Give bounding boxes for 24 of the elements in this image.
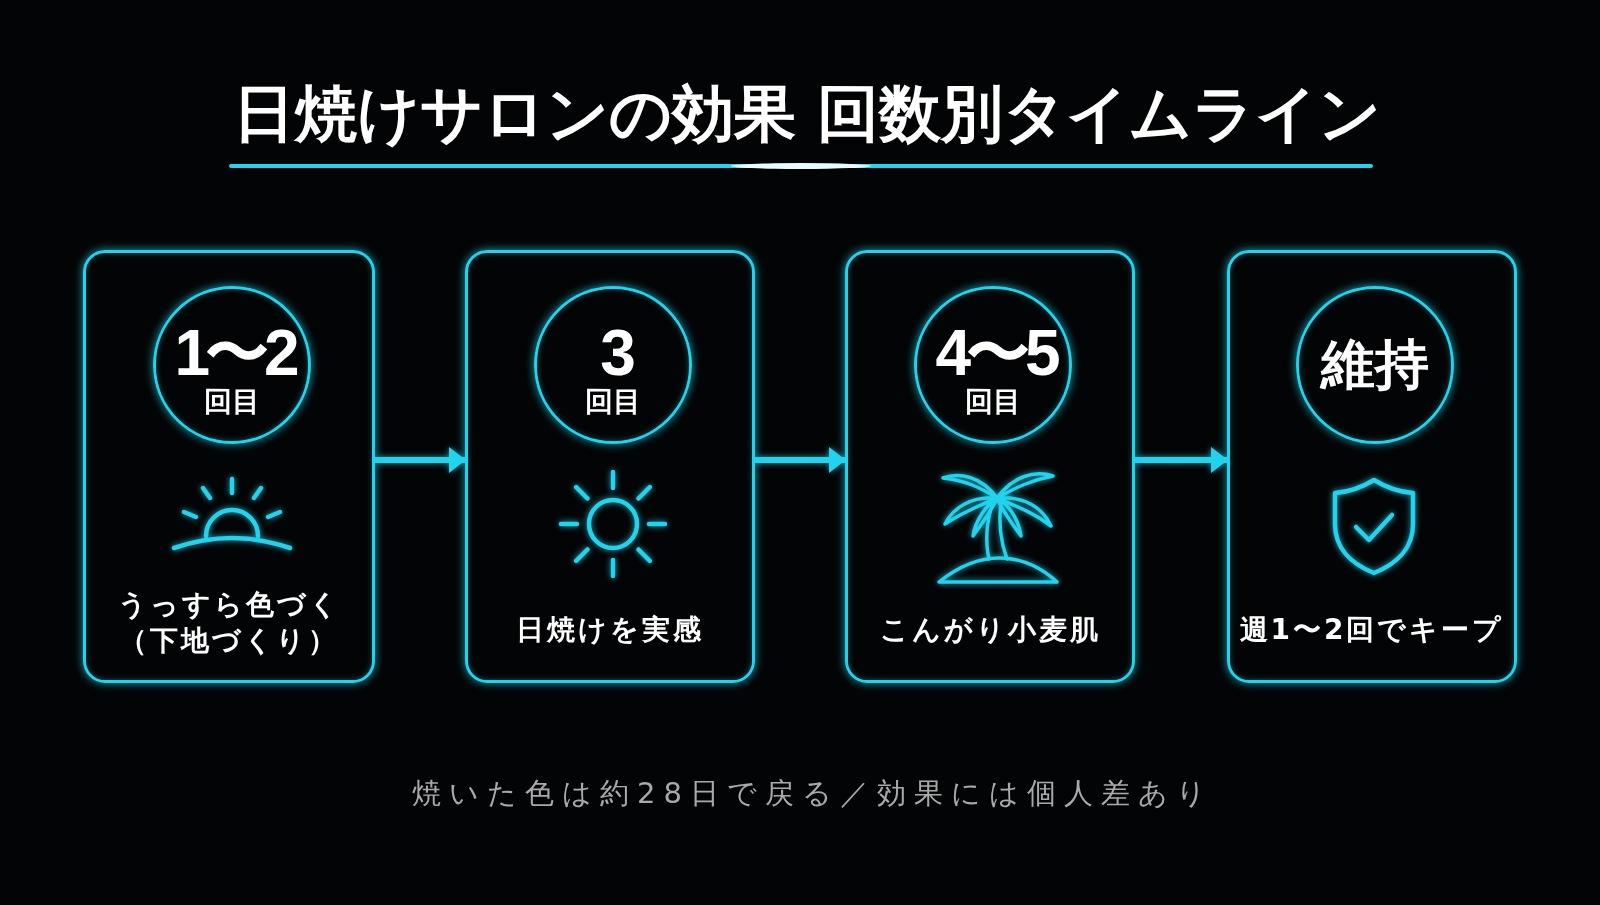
step-caption: 日焼けを実感 bbox=[516, 612, 704, 648]
step-circle bbox=[914, 286, 1072, 444]
step-card bbox=[83, 250, 375, 683]
step-card bbox=[1227, 250, 1517, 683]
step-circle bbox=[534, 286, 692, 444]
step-card bbox=[465, 250, 755, 683]
arrow bbox=[1135, 447, 1228, 473]
step-card bbox=[845, 250, 1135, 683]
step-circle bbox=[1296, 286, 1454, 444]
arrow bbox=[755, 447, 846, 473]
step-count: 4〜5 bbox=[935, 321, 1056, 385]
title: 日焼けサロンの効果 回数別タイムライン bbox=[232, 79, 1382, 149]
step-caption: 週1〜2回でキープ bbox=[1239, 612, 1505, 648]
count-unit: 回目 bbox=[965, 385, 1021, 419]
step-count: 3 bbox=[600, 321, 631, 385]
count-unit: 回目 bbox=[204, 385, 260, 419]
step-count: 1〜2 bbox=[174, 321, 295, 385]
footnote: 焼いた色は約28日で戻る／効果には個人差あり bbox=[412, 775, 1214, 811]
step-caption: こんがり小麦肌 bbox=[879, 612, 1101, 648]
step-count: 維持 bbox=[1321, 335, 1429, 395]
count-unit: 回目 bbox=[585, 385, 641, 419]
step-circle bbox=[153, 286, 311, 444]
step-caption: うっすら色づく（下地づくり） bbox=[116, 587, 342, 659]
arrow bbox=[375, 447, 466, 473]
